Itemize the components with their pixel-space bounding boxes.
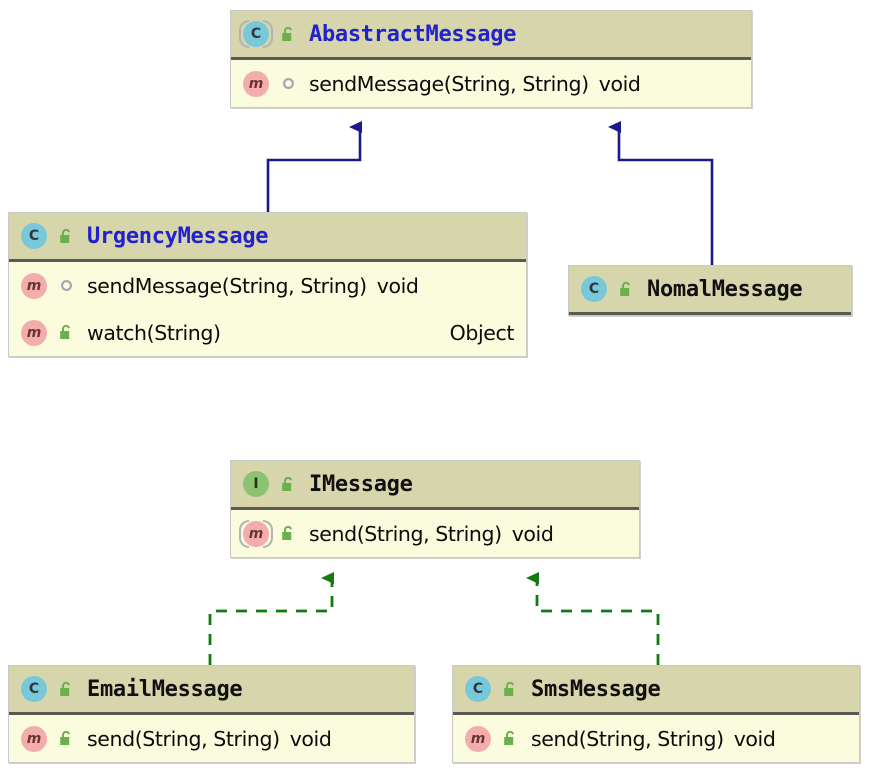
method-icon: m [19, 271, 49, 301]
member-list-sms-message: m send(String, String) void [453, 715, 859, 762]
class-name-imessage: IMessage [309, 471, 413, 497]
public-unlocked-icon [56, 678, 76, 700]
class-box-urgency-message[interactable]: C UrgencyMessage m sendMess [8, 212, 527, 357]
method-icon: m [463, 724, 493, 754]
class-icon: C [579, 274, 609, 304]
class-name-sms-message: SmsMessage [531, 676, 661, 702]
member-signature: sendMessage(String, String) [87, 273, 367, 298]
class-box-abastract-message[interactable]: C AbastractMessage m sendMe [230, 10, 752, 108]
member-row[interactable]: m send(String, String) void [231, 510, 639, 557]
public-unlocked-icon [56, 728, 76, 750]
method-icon: m [241, 69, 271, 99]
member-signature: sendMessage(String, String) [309, 71, 589, 96]
public-unlocked-icon [278, 523, 298, 545]
relation-nomal-extends-abastract [608, 121, 714, 265]
class-header-abastract-message: C AbastractMessage [231, 11, 751, 60]
class-header-urgency-message: C UrgencyMessage [9, 213, 526, 262]
class-name-urgency-message: UrgencyMessage [87, 223, 269, 249]
public-unlocked-icon [500, 678, 520, 700]
member-list-email-message: m send(String, String) void [9, 715, 414, 762]
member-list-imessage: m send(String, String) void [231, 510, 639, 557]
class-header-nomal-message: C NomalMessage [569, 266, 851, 315]
relation-urgency-extends-abastract [266, 121, 362, 212]
member-row[interactable]: m sendMessage(String, String) void [231, 60, 751, 107]
protected-circle-icon [56, 275, 76, 297]
public-unlocked-icon [500, 728, 520, 750]
member-signature: watch(String) [87, 320, 221, 345]
class-box-imessage[interactable]: I IMessage m s [230, 460, 640, 558]
member-return-type: void [289, 726, 332, 751]
class-name-abastract-message: AbastractMessage [309, 21, 517, 47]
class-header-email-message: C EmailMessage [9, 666, 414, 715]
method-icon: m [19, 318, 49, 348]
public-unlocked-icon [616, 278, 636, 300]
member-return-type: void [511, 521, 554, 546]
protected-circle-icon [278, 73, 298, 95]
member-return-type: void [376, 273, 419, 298]
public-unlocked-icon [278, 23, 298, 45]
member-signature: send(String, String) [309, 521, 502, 546]
abstract-class-icon: C [239, 19, 273, 49]
member-row[interactable]: m send(String, String) void [453, 715, 859, 762]
class-box-sms-message[interactable]: C SmsMessage m [452, 665, 860, 763]
interface-icon: I [241, 469, 271, 499]
relation-sms-implements-imessage [526, 572, 660, 665]
method-icon: m [19, 724, 49, 754]
member-return-type: Object [449, 320, 515, 345]
member-row[interactable]: m sendMessage(String, String) void [9, 262, 526, 309]
member-signature: send(String, String) [87, 726, 280, 751]
member-row[interactable]: m watch(String) Object [9, 309, 526, 356]
member-signature: send(String, String) [531, 726, 724, 751]
public-unlocked-icon [56, 225, 76, 247]
class-icon: C [19, 674, 49, 704]
class-box-nomal-message[interactable]: C NomalMessage [568, 265, 852, 316]
class-name-email-message: EmailMessage [87, 676, 243, 702]
class-name-nomal-message: NomalMessage [647, 276, 803, 302]
relation-email-implements-imessage [208, 572, 334, 665]
class-box-email-message[interactable]: C EmailMessage m [8, 665, 415, 763]
class-icon: C [463, 674, 493, 704]
member-return-type: void [598, 71, 641, 96]
class-icon: C [19, 221, 49, 251]
public-unlocked-icon [56, 322, 76, 344]
abstract-method-icon: m [239, 519, 273, 549]
member-row[interactable]: m send(String, String) void [9, 715, 414, 762]
member-return-type: void [733, 726, 776, 751]
class-header-sms-message: C SmsMessage [453, 666, 859, 715]
member-list-abastract-message: m sendMessage(String, String) void [231, 60, 751, 107]
public-unlocked-icon [278, 473, 298, 495]
class-header-imessage: I IMessage [231, 461, 639, 510]
member-list-urgency-message: m sendMessage(String, String) void m [9, 262, 526, 356]
